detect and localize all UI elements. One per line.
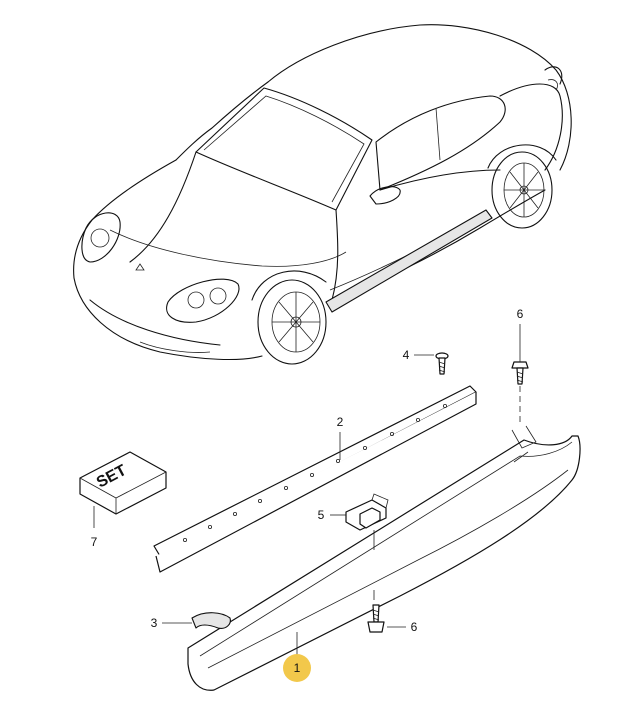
screw-part-4 [435, 352, 449, 375]
callout-4-label: 4 [403, 348, 410, 362]
car-illustration [73, 24, 572, 365]
callout-5-label: 5 [318, 508, 325, 522]
bolt-part-6-top [511, 361, 529, 385]
callout-1-label: 1 [294, 661, 301, 675]
callout-1-highlight [283, 654, 311, 682]
sealing-strip-part [153, 385, 477, 573]
set-box: SET [79, 451, 167, 515]
side-skirt-part [187, 425, 581, 691]
end-piece-part [191, 612, 231, 629]
callout-1: 1 [283, 654, 311, 682]
callout-6-top-label: 6 [517, 307, 524, 321]
clip-part-5 [345, 493, 389, 531]
strip-holes [182, 403, 447, 543]
leader-lines [93, 324, 521, 658]
callout-6-bottom-label: 6 [411, 620, 418, 634]
callout-7-label: 7 [91, 535, 98, 549]
bolt-part-6-bottom [367, 604, 385, 633]
callout-2-label: 2 [337, 415, 344, 429]
callout-3-label: 3 [151, 616, 158, 630]
